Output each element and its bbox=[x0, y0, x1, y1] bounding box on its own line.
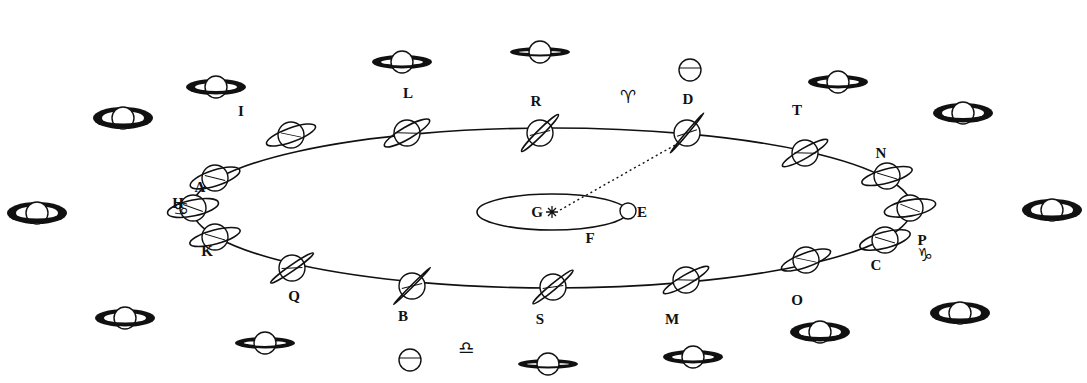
position-letter: R bbox=[531, 94, 542, 109]
earth-orbit bbox=[477, 194, 627, 230]
saturn-appearance bbox=[930, 302, 990, 324]
saturn-appearance bbox=[235, 332, 295, 354]
position-letter: A bbox=[195, 180, 206, 195]
zodiac-sign: ♈ bbox=[620, 88, 636, 106]
saturn-appearance bbox=[7, 202, 67, 224]
saturn-on-orbit bbox=[381, 115, 432, 151]
saturn-appearance bbox=[399, 349, 421, 371]
saturn-appearance bbox=[1022, 199, 1082, 221]
saturn-on-orbit bbox=[188, 162, 242, 193]
zodiac-sign: ♑ bbox=[917, 246, 933, 264]
saturn-appearance bbox=[186, 76, 246, 98]
saturn-appearance bbox=[95, 307, 155, 329]
position-letter: I bbox=[238, 104, 244, 119]
saturn-orbit bbox=[192, 128, 912, 288]
sun-star bbox=[546, 206, 558, 218]
position-letter: M bbox=[665, 312, 679, 327]
position-letter: T bbox=[792, 103, 802, 118]
saturn-appearance bbox=[518, 353, 578, 375]
position-letter: E bbox=[637, 205, 647, 220]
saturn-on-orbit bbox=[780, 136, 830, 171]
saturn-appearance bbox=[933, 102, 993, 124]
position-letter: B bbox=[398, 309, 408, 324]
saturn-appearance bbox=[679, 59, 701, 81]
saturn-on-orbit bbox=[269, 251, 315, 286]
saturn-on-orbit bbox=[531, 268, 575, 306]
position-letter: L bbox=[403, 86, 413, 101]
saturn-on-orbit bbox=[670, 112, 705, 153]
position-letter: S bbox=[536, 312, 544, 327]
position-letter: D bbox=[683, 92, 694, 107]
position-letter: F bbox=[585, 231, 594, 246]
saturn-on-orbit bbox=[393, 267, 431, 305]
sight-line bbox=[560, 140, 684, 210]
saturn-appearance bbox=[510, 41, 570, 63]
position-letter: N bbox=[876, 146, 887, 161]
position-letter: G bbox=[531, 205, 543, 220]
saturn-appearance bbox=[663, 346, 723, 368]
saturn-on-orbit bbox=[166, 195, 220, 221]
saturn-on-orbit bbox=[779, 245, 833, 276]
saturn-on-orbit bbox=[264, 120, 318, 151]
earth bbox=[620, 203, 636, 219]
saturn-appearance bbox=[790, 321, 850, 343]
zodiac-sign: ♎ bbox=[458, 339, 474, 357]
saturn-on-orbit bbox=[519, 112, 560, 153]
position-letter: C bbox=[871, 258, 882, 273]
saturn-on-orbit bbox=[883, 195, 937, 221]
saturn-on-orbit bbox=[188, 224, 242, 251]
saturn-appearance bbox=[808, 71, 868, 93]
saturn-on-orbit bbox=[860, 163, 914, 190]
zodiac-sign: ♋ bbox=[173, 200, 189, 218]
position-letter: Q bbox=[288, 289, 300, 304]
position-letter: K bbox=[201, 244, 213, 259]
saturn-appearance bbox=[372, 51, 432, 73]
saturn-on-orbit bbox=[661, 263, 711, 298]
saturn-on-orbit bbox=[858, 226, 912, 255]
saturn-appearance bbox=[93, 107, 153, 129]
position-letter: O bbox=[791, 293, 803, 308]
